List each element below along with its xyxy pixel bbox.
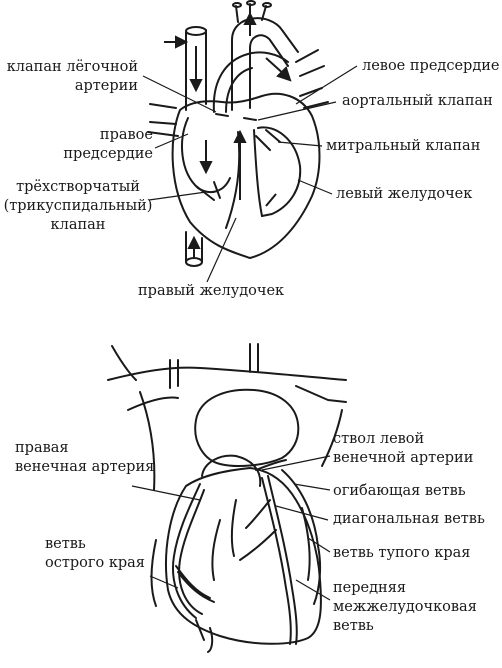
circumflex-branch <box>281 469 322 605</box>
acute-marginal-branch <box>175 565 215 603</box>
label-left-main-trunk: ствол левой венечной артерии <box>333 431 474 466</box>
leader-left-main-trunk <box>261 455 331 471</box>
label-anterior-interventricular-branch: передняя межжелудочковая ветвь <box>333 580 477 634</box>
label-tricuspid-valve: трёхстворчатый (трикуспидальный) клапан <box>3 179 153 233</box>
interventricular-septum <box>225 129 263 229</box>
label-left-ventricle: левый желудочек <box>336 186 473 202</box>
leader-pulmonary-valve <box>142 75 217 113</box>
leader-circumflex-branch <box>293 483 331 491</box>
leader-right-atrium <box>154 133 189 149</box>
leader-obtuse-marginal-branch <box>307 537 331 553</box>
tricuspid-valve-shape <box>195 181 221 201</box>
leader-acute-marginal-branch <box>149 575 179 589</box>
label-left-atrium: левое предсердие <box>362 58 500 74</box>
coronary-arteries-diagram <box>107 343 347 653</box>
heart-cross-section-diagram <box>142 0 358 283</box>
pulmonary-artery <box>212 51 289 113</box>
label-acute-marginal-branch: ветвь острого края <box>45 536 145 571</box>
label-diagonal-branch: диагональная ветвь <box>333 511 485 527</box>
obtuse-marginal-branch <box>301 507 311 581</box>
leader-left-atrium <box>295 65 358 105</box>
leader-left-ventricle <box>297 179 333 195</box>
leader-diagonal-branch <box>275 505 329 521</box>
leader-right-coronary-artery <box>131 485 201 501</box>
leader-aortic-valve <box>257 101 337 121</box>
left-ventricle-wall <box>257 126 302 217</box>
leader-anterior-interventricular-branch <box>295 579 331 601</box>
label-pulmonary-valve: клапан лёгочной артерии <box>6 59 138 94</box>
aorta-root <box>201 454 262 487</box>
label-right-ventricle: правый желудочек <box>138 283 285 299</box>
leader-tricuspid-valve <box>148 191 207 201</box>
pulmonary-trunk <box>194 388 300 467</box>
left-main-coronary <box>255 459 287 471</box>
label-circumflex-branch: огибающая ветвь <box>333 483 466 499</box>
label-right-coronary-artery: правая венечная артерия <box>15 440 155 475</box>
anterior-interventricular-branch <box>261 475 298 645</box>
right-coronary-artery <box>172 483 205 619</box>
diagonal-branch <box>239 499 277 561</box>
heart-outline <box>171 92 321 259</box>
label-mitral-valve: митральный клапан <box>326 138 481 154</box>
inferior-vena-cava <box>185 231 203 263</box>
label-right-atrium: правое предсердие <box>63 127 153 162</box>
leader-right-ventricle <box>206 217 237 283</box>
label-aortic-valve: аортальный клапан <box>342 93 493 109</box>
aortic-arch-outline <box>107 343 347 389</box>
aortic-valve-shape <box>243 117 257 121</box>
pulmonary-valve-shape <box>215 113 229 117</box>
leader-mitral-valve <box>277 141 323 147</box>
heart-body-outline <box>165 467 322 645</box>
label-obtuse-marginal-branch: ветвь тупого края <box>333 545 471 561</box>
mitral-valve-shape <box>255 129 281 151</box>
